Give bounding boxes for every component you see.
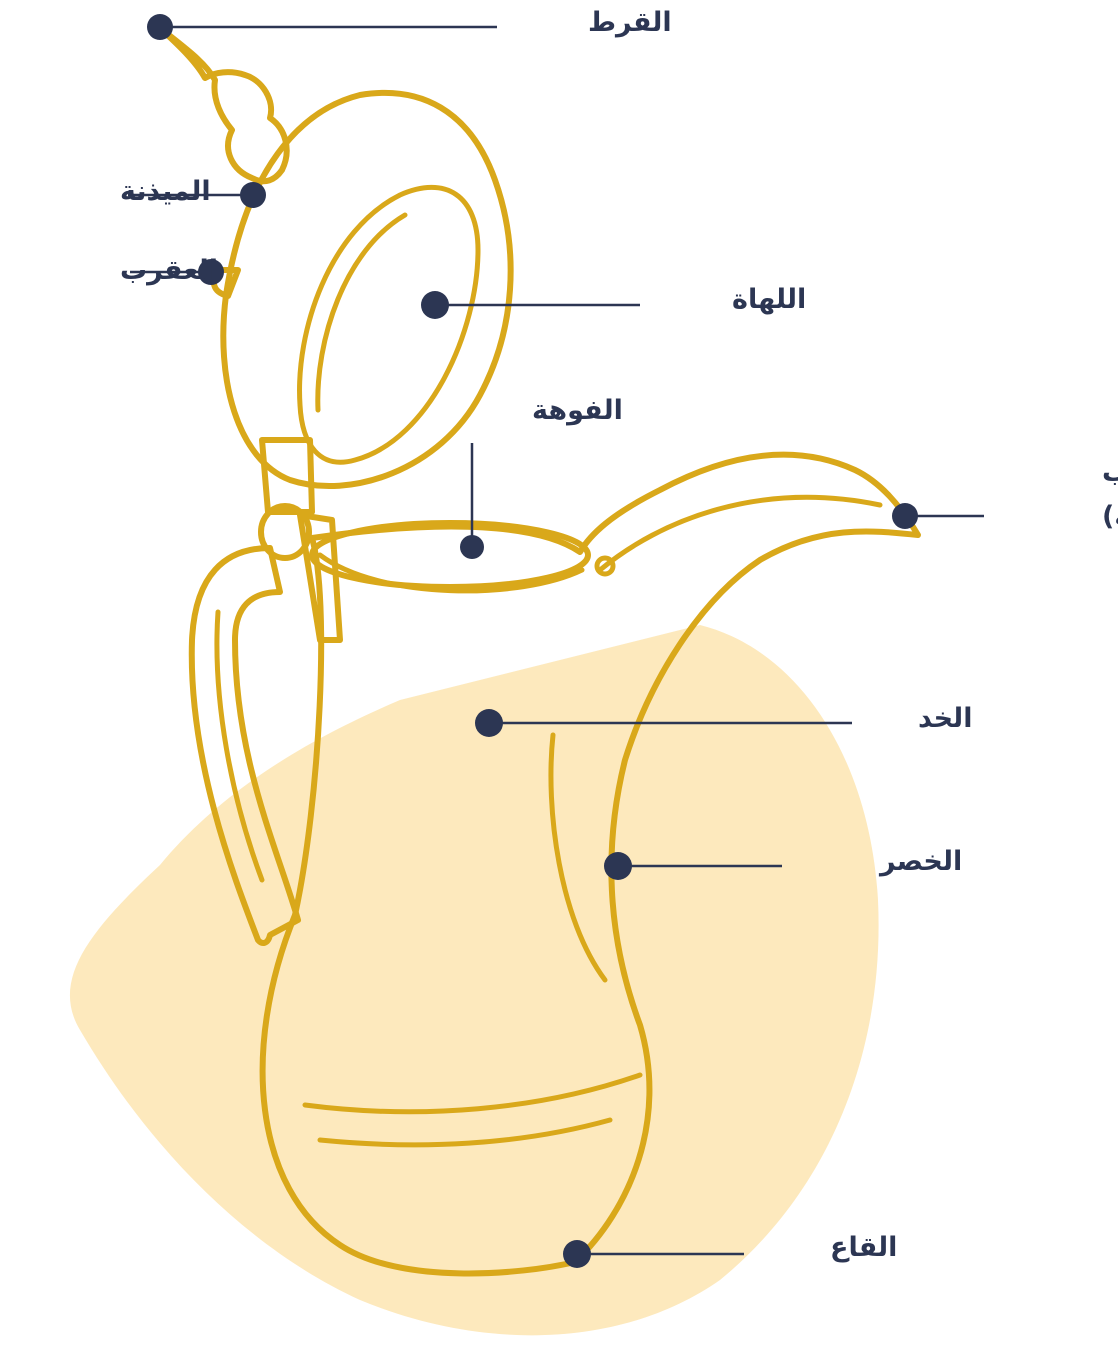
lid-dot (421, 291, 449, 319)
label-hinge-spur: العقرب (120, 255, 218, 286)
background-blob (70, 625, 879, 1335)
label-finial: القرط (588, 7, 672, 38)
neck-knob-dot (240, 182, 266, 208)
label-spout-line2: (الثعبة) (1102, 501, 1118, 532)
label-base: القاع (830, 1232, 897, 1263)
label-neck-knob: الميذنة (120, 176, 211, 207)
label-cheek: الخد (918, 703, 972, 734)
pot-lid (223, 93, 510, 486)
label-waist: الخصر (878, 846, 962, 877)
finial-dot (147, 14, 173, 40)
cheek-dot (475, 709, 503, 737)
label-spout-line1: المصب (1102, 457, 1118, 488)
waist-dot (604, 852, 632, 880)
base-dot (563, 1240, 591, 1268)
label-lid: اللهاة (732, 284, 806, 315)
mouth-dot (460, 535, 484, 559)
label-mouth: الفوهة (532, 395, 623, 426)
spout-dot (892, 503, 918, 529)
